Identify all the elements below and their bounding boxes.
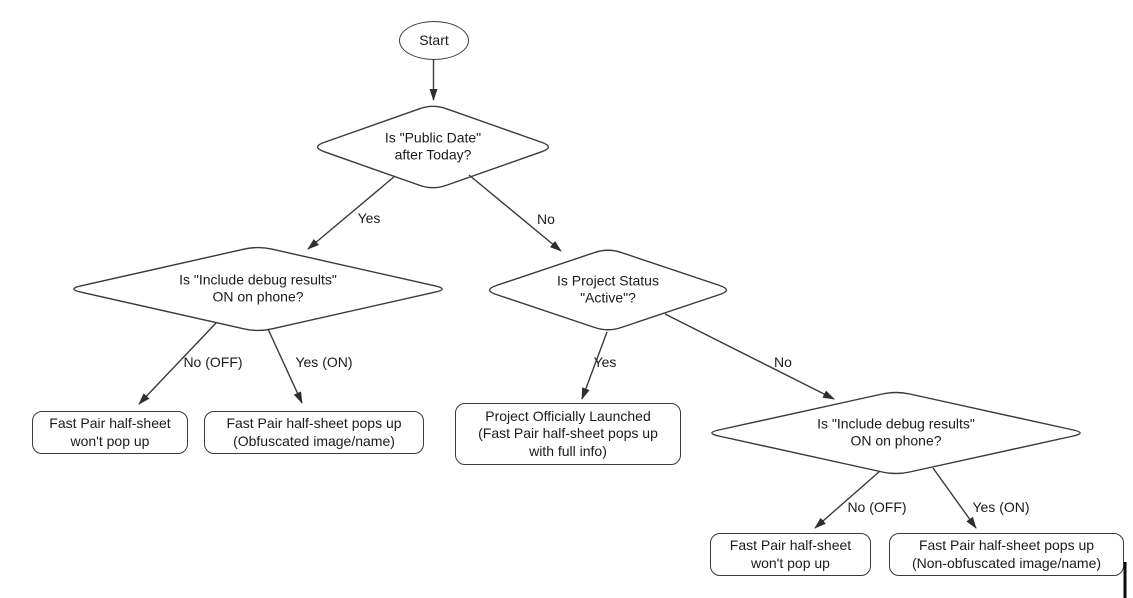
outcome-launched-label: Project Officially Launched (Fast Pair h… [478,408,658,459]
edge-label-yes-on-left: Yes (ON) [295,354,353,370]
edge-label-no-off-left: No (OFF) [183,354,243,370]
outcome-obfuscated: Fast Pair half-sheet pops up (Obfuscated… [204,411,424,454]
edge-label-no-mid: No [774,354,792,370]
decision-debug-right-label: Is "Include debug results" ON on phone? [817,415,975,449]
edge-label-no-top: No [537,211,555,227]
edge-yes-on-to-obfuscated [267,328,303,404]
edge-no-to-debug-right [664,313,835,400]
edge-yes-to-debug-left [307,175,396,250]
edge-yes-to-launched [581,331,608,400]
start-label: Start [419,31,449,48]
decision-project-status-shape [488,249,728,331]
decision-debug-right-shape [711,391,1081,475]
decision-public-date-label: Is "Public Date" after Today? [384,129,482,163]
outcome-non-obfuscated: Fast Pair half-sheet pops up (Non-obfusc… [889,533,1124,576]
outcome-non-obfuscated-label: Fast Pair half-sheet pops up (Non-obfusc… [911,537,1102,571]
edge-no-to-project-status [468,174,562,252]
outcome-no-popup-left: Fast Pair half-sheet won't pop up [32,411,188,454]
text-cursor-artifact [1123,562,1127,598]
outcome-no-popup-left-label: Fast Pair half-sheet won't pop up [49,415,171,449]
outcome-no-popup-right: Fast Pair half-sheet won't pop up [710,533,871,576]
start-node: Start [399,21,469,60]
edge-no-off-to-no-popup-right [814,470,881,529]
edge-label-yes-mid: Yes [593,354,617,370]
outcome-no-popup-right-label: Fast Pair half-sheet won't pop up [729,537,852,571]
outcome-launched: Project Officially Launched (Fast Pair h… [455,403,681,465]
decision-debug-left-shape [73,246,443,332]
edge-label-yes-top: Yes [357,210,381,226]
outcome-obfuscated-label: Fast Pair half-sheet pops up (Obfuscated… [226,415,402,449]
decision-public-date-shape [316,105,550,189]
edge-no-off-to-no-popup-left [138,322,217,405]
decision-debug-left-label: Is "Include debug results" ON on phone? [179,271,337,305]
decision-project-status-label: Is Project Status "Active"? [557,272,659,306]
edge-label-no-off-right: No (OFF) [847,499,907,515]
edge-label-yes-on-right: Yes (ON) [972,499,1030,515]
edge-yes-on-to-non-obfuscated [932,467,977,529]
